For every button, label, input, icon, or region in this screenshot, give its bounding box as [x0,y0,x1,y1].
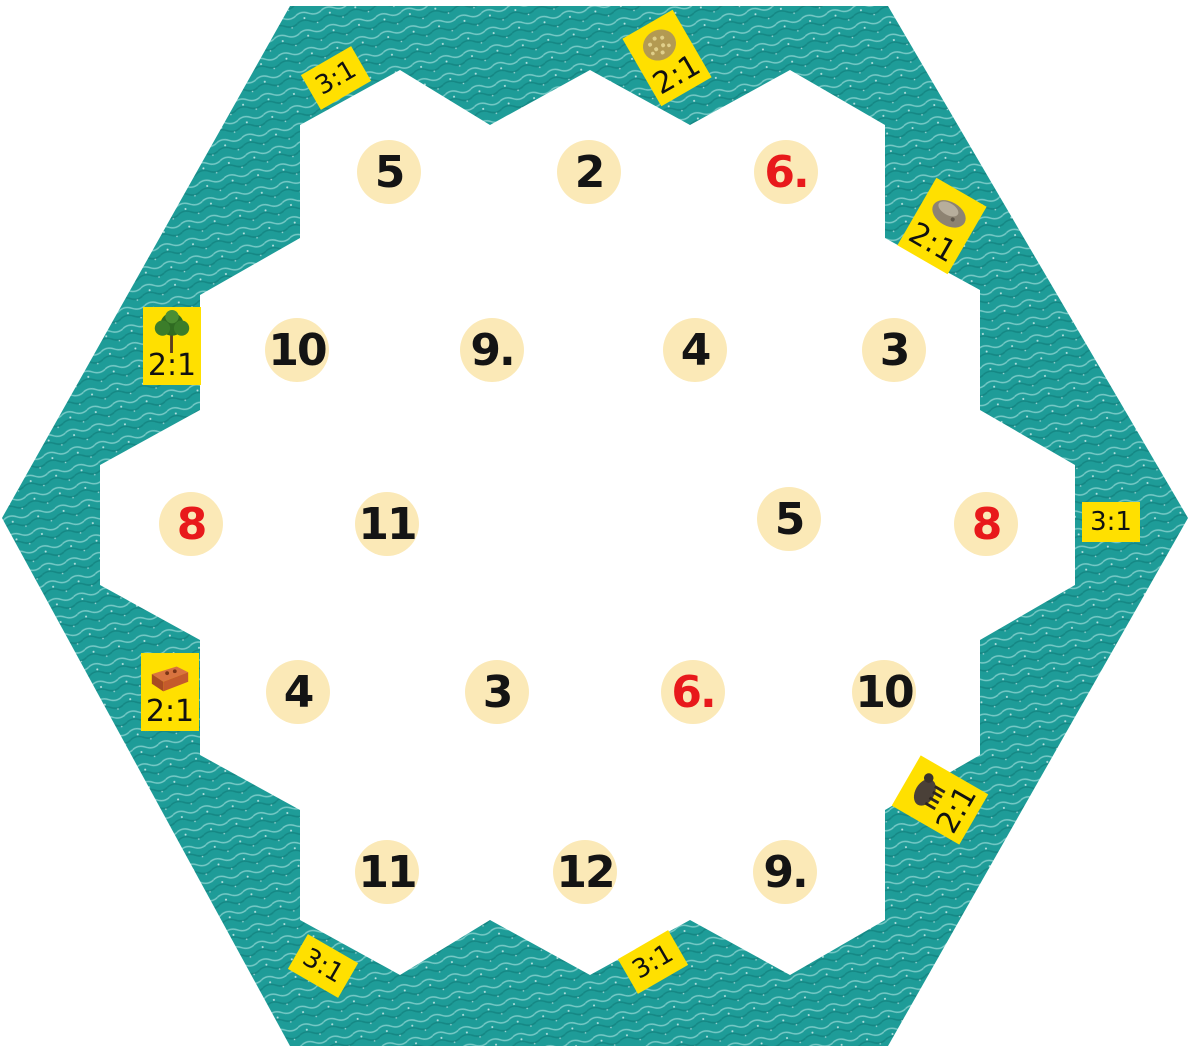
number-token[interactable]: 4 [663,318,727,382]
number-token[interactable]: 9. [753,840,817,904]
port-wool[interactable]: 2:1 [891,755,989,845]
port-ratio: 2:1 [147,348,197,383]
grain-icon [630,17,688,74]
port-generic[interactable]: 3:1 [1082,502,1140,542]
number-token[interactable]: 8 [159,492,223,556]
number-token[interactable]: 3 [862,318,926,382]
number-token[interactable]: 4 [266,660,330,724]
number-token[interactable]: 6. [754,140,818,204]
number-token[interactable]: 5 [357,140,421,204]
number-token[interactable]: 5 [757,487,821,551]
port-lumber[interactable]: 2:1 [143,307,201,385]
number-token[interactable]: 2 [557,140,621,204]
lumber-icon [150,309,194,353]
number-token[interactable]: 10 [265,318,329,382]
ore-icon [920,185,978,242]
number-token[interactable]: 3 [465,660,529,724]
number-token[interactable]: 11 [355,492,419,556]
island-area [100,70,1075,975]
wool-icon [899,763,956,821]
port-grain[interactable]: 2:1 [622,9,712,107]
port-ore[interactable]: 2:1 [897,177,987,275]
number-token[interactable]: 6. [661,660,725,724]
port-ratio: 3:1 [1090,507,1132,537]
number-token[interactable]: 12 [553,840,617,904]
number-token[interactable]: 8 [954,492,1018,556]
number-token[interactable]: 10 [852,660,916,724]
number-token[interactable]: 9. [460,318,524,382]
port-ratio: 2:1 [145,694,195,729]
number-token[interactable]: 11 [355,840,419,904]
brick-icon [148,657,192,697]
port-brick[interactable]: 2:1 [141,653,199,731]
